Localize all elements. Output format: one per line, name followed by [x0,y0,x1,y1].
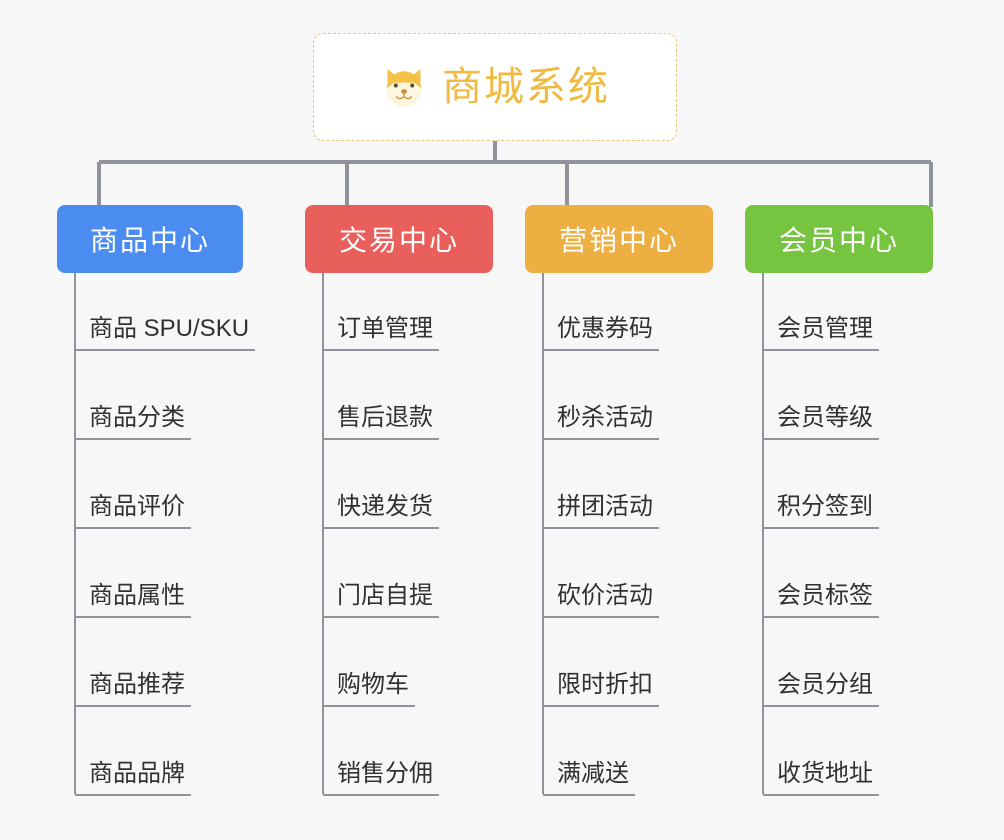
root-node[interactable]: 商城系统 [313,33,677,141]
shiba-dog-face-icon [386,69,422,108]
leaf-item[interactable]: 售后退款 [323,394,439,440]
leaf-item[interactable]: 商品 SPU/SKU [75,305,256,351]
leaf-item-label: 满减送 [543,762,635,796]
leaf-item-label: 会员等级 [763,406,879,440]
leaf-item[interactable]: 秒杀活动 [543,394,659,440]
leaf-item-label: 商品 SPU/SKU [75,317,256,351]
leaf-item-label: 商品评价 [75,495,191,529]
leaf-item[interactable]: 门店自提 [323,572,439,618]
leaf-item[interactable]: 拼团活动 [543,483,659,529]
leaf-item[interactable]: 会员管理 [763,305,879,351]
leaf-item[interactable]: 会员标签 [763,572,879,618]
leaf-item[interactable]: 优惠券码 [543,305,659,351]
leaf-item-label: 销售分佣 [323,762,439,796]
leaf-item[interactable]: 商品品牌 [75,750,191,796]
category-label: 会员中心 [778,225,899,256]
leaf-item[interactable]: 会员分组 [763,661,879,707]
leaf-item[interactable]: 销售分佣 [323,750,439,796]
leaf-item-label: 收货地址 [763,762,879,796]
leaf-item-label: 拼团活动 [543,495,659,529]
category-box-4[interactable]: 会员中心 [745,205,933,273]
leaf-item-label: 门店自提 [323,584,439,618]
leaf-item-label: 会员分组 [763,673,879,707]
leaf-item-label: 砍价活动 [543,584,659,618]
leaf-item[interactable]: 限时折扣 [543,661,659,707]
leaf-item[interactable]: 收货地址 [763,750,879,796]
leaf-item-label: 秒杀活动 [543,406,659,440]
category-box-2[interactable]: 交易中心 [305,205,493,273]
leaf-item-label: 限时折扣 [543,673,659,707]
leaf-item-label: 购物车 [323,673,415,707]
leaf-item[interactable]: 商品评价 [75,483,191,529]
category-box-1[interactable]: 商品中心 [57,205,243,273]
leaf-item[interactable]: 订单管理 [323,305,439,351]
leaf-item[interactable]: 积分签到 [763,483,879,529]
category-box-3[interactable]: 营销中心 [525,205,713,273]
root-title: 商城系统 [442,65,610,109]
category-label: 交易中心 [338,225,459,256]
leaf-item-label: 积分签到 [763,495,879,529]
leaf-item-label: 商品推荐 [75,673,191,707]
leaf-item[interactable]: 购物车 [323,661,415,707]
category-label: 营销中心 [558,225,679,256]
leaf-item-label: 会员标签 [763,584,879,618]
leaf-item[interactable]: 满减送 [543,750,635,796]
leaf-item-label: 商品品牌 [75,762,191,796]
leaf-item[interactable]: 商品分类 [75,394,191,440]
leaf-item[interactable]: 商品属性 [75,572,191,618]
leaf-item-label: 商品属性 [75,584,191,618]
leaf-item-label: 订单管理 [323,317,439,351]
leaf-item-label: 优惠券码 [543,317,659,351]
leaf-item-label: 会员管理 [763,317,879,351]
leaf-item-label: 快递发货 [323,495,439,529]
leaf-item[interactable]: 会员等级 [763,394,879,440]
leaf-item-label: 商品分类 [75,406,191,440]
leaf-item-label: 售后退款 [323,406,439,440]
leaf-item[interactable]: 砍价活动 [543,572,659,618]
leaf-item[interactable]: 快递发货 [323,483,439,529]
leaf-item[interactable]: 商品推荐 [75,661,191,707]
category-label: 商品中心 [89,225,210,256]
